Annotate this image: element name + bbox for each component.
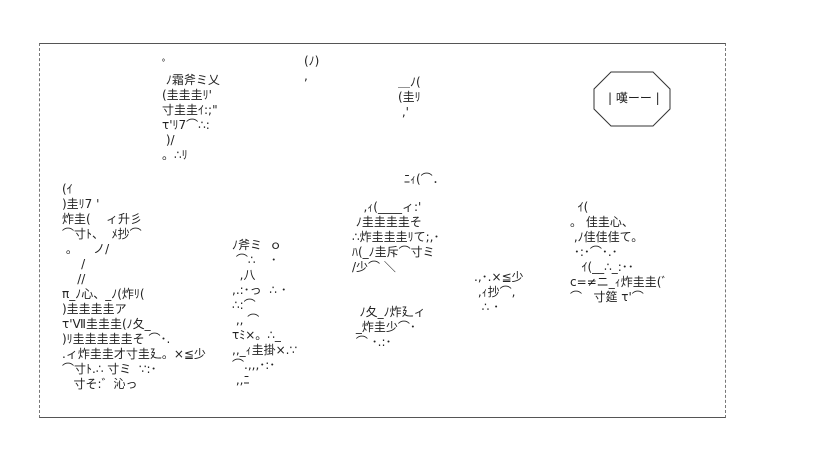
speech-bubble-octagon [593,71,671,127]
ascii-art-cluster-center-figure: ,ｨ(____ィ:' ﾉ圭圭圭圭そ ∴炸圭圭圭ﾘて;,･ ﾊ(_ﾉ圭斥⌒寸ミ /… [352,200,440,349]
speech-bubble-text: | 嘆ーー | [608,91,660,105]
ascii-art-cluster-center-right: .,･.×≦少 ,ｨ抄⌒, ∴ ･ [474,270,524,314]
art-frame [39,43,726,418]
ascii-art-cluster-top-center: (ﾉ) , [304,54,320,83]
ascii-art-cluster-mid-center: ﾆｨ(⌒． [404,172,445,186]
ascii-art-cluster-top-left: ﾟ ﾉ霜斧ミ乂 (圭圭圭ﾘ' 寸圭圭ｲ:;" τ'ﾘ7⌒∴: )/ 。∴ﾘ [162,58,220,162]
ascii-art-cluster-mid-left: ﾉ斧ミ ｏ ⌒∴ ･ ,八 ,.:･っ ∴ ･ ∴:⌒ ,, ⌒ τﾐ×。∴_ … [232,238,298,387]
ascii-art-cluster-right-figure: ｲ( 。 佳圭心、 ,ﾉ佳佳佳て。 ･:･⌒･.･ ｲ(__∴_:･･ c=≠ニ… [570,200,668,304]
ascii-art-cluster-left-figure: (ｲ )圭ﾘ7 ' 炸圭( ィ升彡 ⌒寸ﾄ、 ﾒ抄⌒ 。 ノ/ / // π_ﾉ… [62,182,206,391]
ascii-art-cluster-top-right: ＿ﾉ( (圭ﾘ ,' [398,75,421,119]
